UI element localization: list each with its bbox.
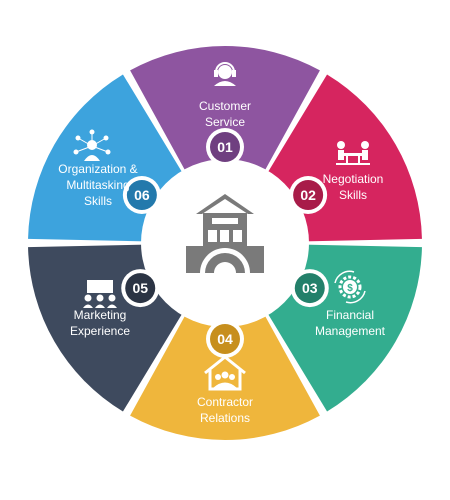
number-badge-text: 02 <box>300 187 316 203</box>
number-badge-02: 02 <box>289 176 328 214</box>
number-badge-text: 05 <box>132 280 148 296</box>
number-badge-03: 03 <box>290 269 329 308</box>
headset-person-icon <box>214 62 236 86</box>
segment-label-line: Skills <box>83 194 112 208</box>
segment-01 <box>130 45 320 179</box>
segment-label-line: Management <box>314 324 386 338</box>
svg-text:$: $ <box>347 283 353 294</box>
number-badge-06: 06 <box>122 176 161 214</box>
building-gear-icon <box>186 194 264 273</box>
segment-label-line: Skills <box>338 188 367 202</box>
segment-label-line: Contractor <box>196 395 254 409</box>
number-badge-01: 01 <box>206 128 244 166</box>
house-people-icon <box>204 355 246 391</box>
segment-label-line: Organization & <box>58 162 138 176</box>
segment-label-line: Negotiation <box>322 172 384 186</box>
presentation-team-icon <box>83 280 117 308</box>
segment-label-line: Multitasking <box>66 178 130 192</box>
segment-label-line: Relations <box>199 411 251 425</box>
network-person-icon <box>73 129 111 161</box>
gear-dollar-icon: $ <box>334 270 366 304</box>
number-badge-04: 04 <box>206 320 244 358</box>
segment-label-line: Service <box>204 115 245 129</box>
number-badge-text: 01 <box>217 139 233 155</box>
number-badge-text: 06 <box>134 187 150 203</box>
number-badge-text: 04 <box>217 331 233 347</box>
meeting-table-icon <box>336 141 370 165</box>
badges-layer: 01 02 03 04 05 06 <box>121 128 329 358</box>
number-badge-05: 05 <box>121 269 160 308</box>
number-badge-text: 03 <box>302 280 318 296</box>
segment-label-line: Customer <box>198 99 251 113</box>
segment-label-line: Marketing <box>73 308 127 322</box>
segment-label-line: Financial <box>325 308 375 322</box>
segment-label-line: Experience <box>69 324 131 338</box>
icons-layer: $ <box>73 62 370 391</box>
